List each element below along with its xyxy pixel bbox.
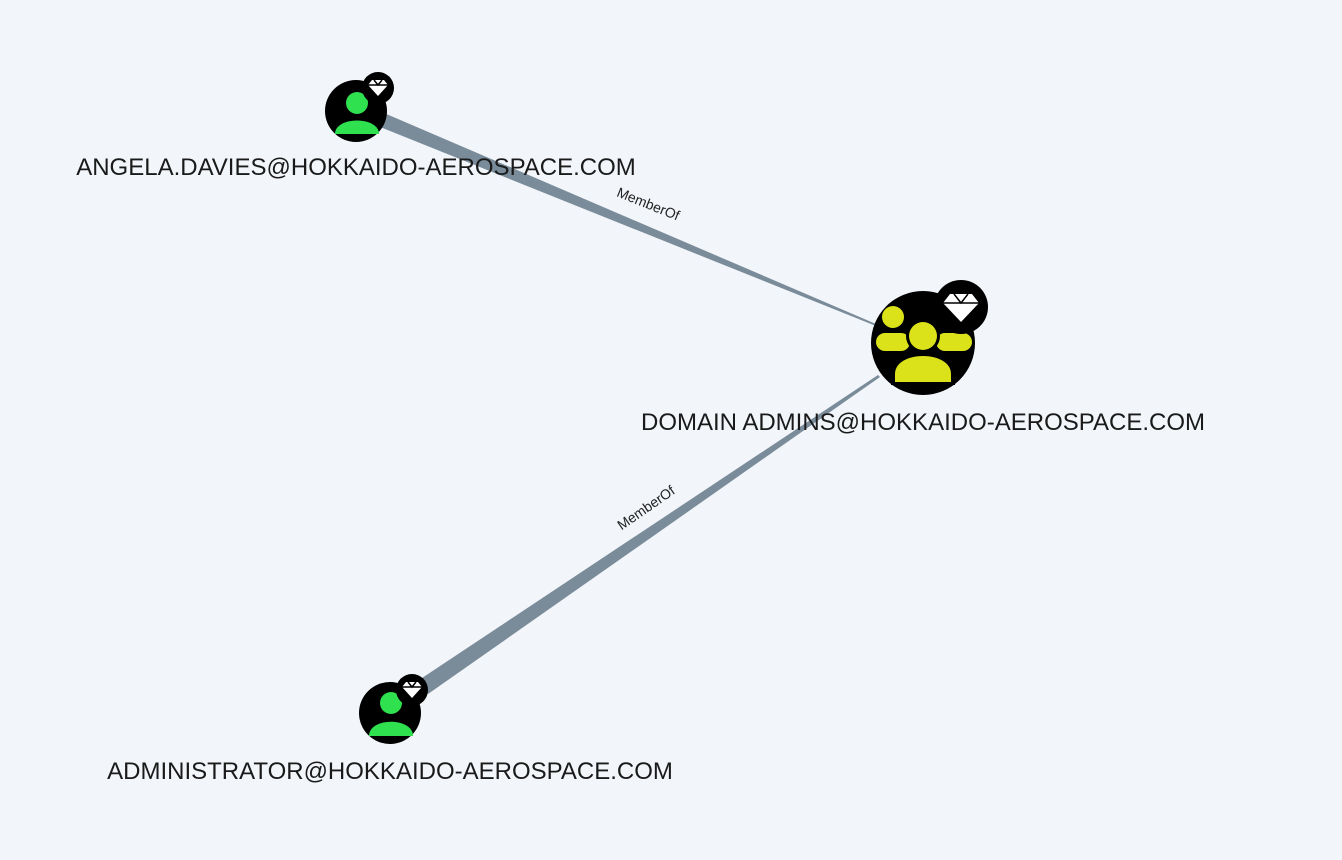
diamond-badge-icon <box>396 674 428 706</box>
edges-layer: MemberOf MemberOf <box>380 113 880 694</box>
user-node[interactable]: ANGELA.DAVIES@HOKKAIDO-AEROSPACE.COM <box>76 72 636 181</box>
user-icon <box>369 692 413 736</box>
edge-memberof[interactable]: MemberOf <box>380 113 876 326</box>
group-node[interactable]: DOMAIN ADMINS@HOKKAIDO-AEROSPACE.COM <box>641 280 1205 436</box>
edge-line[interactable] <box>380 113 876 326</box>
user-icon <box>335 92 379 134</box>
nodes-layer: ANGELA.DAVIES@HOKKAIDO-AEROSPACE.COM DOM… <box>76 72 1205 785</box>
group-icon <box>876 306 972 385</box>
user-node[interactable]: ADMINISTRATOR@HOKKAIDO-AEROSPACE.COM <box>107 674 673 785</box>
edge-line[interactable] <box>419 375 880 694</box>
node-label: ANGELA.DAVIES@HOKKAIDO-AEROSPACE.COM <box>76 154 636 181</box>
node-label: DOMAIN ADMINS@HOKKAIDO-AEROSPACE.COM <box>641 409 1205 436</box>
node-label: ADMINISTRATOR@HOKKAIDO-AEROSPACE.COM <box>107 758 673 785</box>
diamond-badge-icon <box>934 280 988 334</box>
diamond-badge-icon <box>362 72 394 104</box>
